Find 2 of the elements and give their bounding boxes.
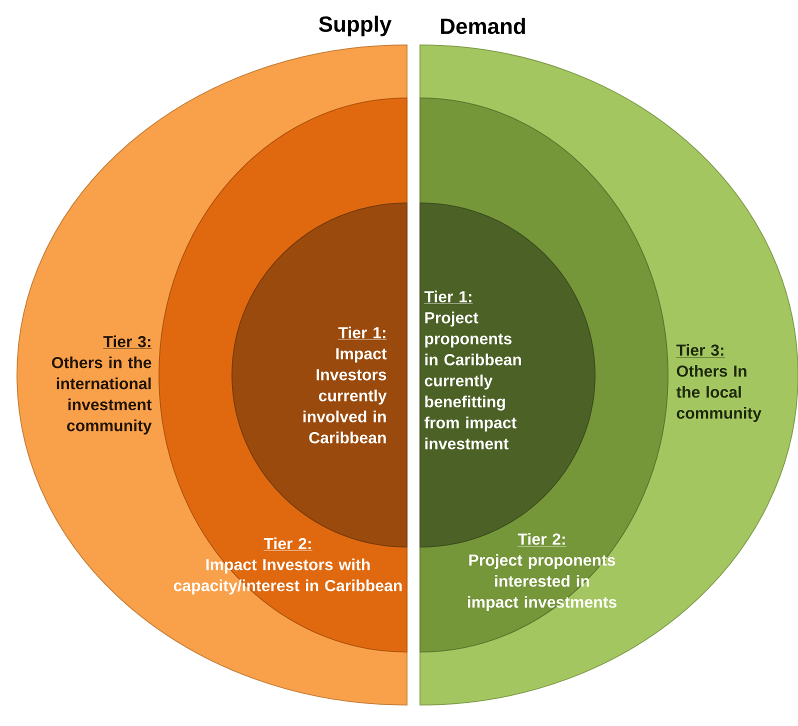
column-heading: Demand xyxy=(441,18,525,34)
column-heading: Supply xyxy=(318,16,392,36)
